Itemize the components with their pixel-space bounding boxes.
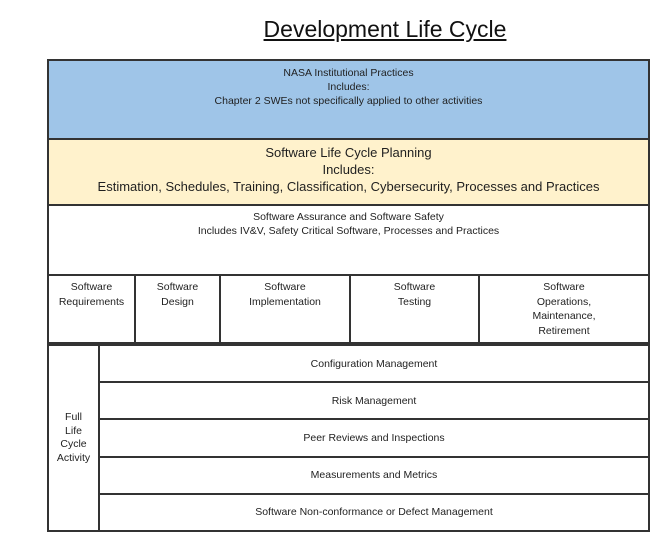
nasa-box-line: NASA Institutional Practices	[283, 67, 414, 79]
assurance-box-line: Includes IV&V, Safety Critical Software,…	[197, 225, 500, 237]
planning-box-line: Estimation, Schedules, Training, Classif…	[97, 179, 600, 194]
phase-label-line: Operations,	[536, 295, 592, 308]
activity-row-software-nonconformance-defect-management: Software Non-conformance or Defect Manag…	[255, 506, 493, 519]
full-cell-line: Full	[65, 411, 82, 423]
phase-box-software-operations-maintenance-retirement: Software Operations, Maintenance, Retire…	[480, 276, 648, 342]
phase-label-line: Software	[393, 281, 436, 293]
nasa-box-line: Includes:	[327, 81, 370, 93]
page-title: Development Life Cycle	[263, 16, 507, 42]
phase-row: Software Requirements Software Design So…	[49, 276, 648, 342]
phase-label-line: Testing	[397, 295, 432, 308]
assurance-box-line: Software Assurance and Software Safety	[253, 211, 444, 223]
life-cycle-diagram-upper-block: NASA Institutional Practices Includes: C…	[47, 59, 650, 344]
planning-box-line: Software Life Cycle Planning	[265, 145, 432, 160]
software-assurance-safety-box: Software Assurance and Software Safety I…	[49, 206, 648, 276]
phase-label-line: Software	[156, 281, 199, 293]
activity-row-risk-management: Risk Management	[100, 383, 648, 421]
phase-box-software-design: Software Design	[136, 276, 221, 342]
phase-label-line: Design	[161, 295, 194, 308]
phase-label-line: Implementation	[249, 295, 321, 308]
full-cell-line: Cycle	[60, 438, 87, 450]
phase-label-line: Retirement	[538, 324, 590, 337]
activity-row-configuration-management: Configuration Management	[100, 346, 648, 384]
nasa-institutional-practices-box: NASA Institutional Practices Includes: C…	[49, 61, 648, 140]
full-life-cycle-activity-table: Full Life Cycle Activity Configuration M…	[47, 344, 650, 532]
software-life-cycle-planning-box: Software Life Cycle Planning Includes: E…	[49, 140, 648, 206]
phase-box-software-testing: Software Testing	[351, 276, 480, 342]
activity-row-measurements-metrics: Measurements and Metrics	[100, 458, 648, 495]
planning-box-line: Includes:	[322, 162, 375, 177]
phase-box-software-requirements: Software Requirements	[49, 276, 136, 342]
activity-rows: Configuration Management Risk Management…	[100, 346, 648, 530]
phase-box-software-implementation: Software Implementation	[221, 276, 351, 342]
full-life-cycle-activity-cell: Full Life Cycle Activity	[49, 346, 100, 530]
activity-row-peer-reviews-inspections: Peer Reviews and Inspections	[100, 420, 648, 458]
nasa-box-line: Chapter 2 SWEs not specifically applied …	[214, 95, 483, 107]
phase-label-line: Maintenance,	[532, 310, 596, 322]
phase-label-line: Software	[70, 281, 113, 293]
phase-label-line: Software	[543, 281, 585, 293]
full-cell-line: Activity	[56, 451, 91, 464]
phase-label-line: Software	[264, 281, 306, 293]
full-cell-line: Life	[65, 424, 82, 437]
phase-label-line: Requirements	[58, 295, 125, 308]
